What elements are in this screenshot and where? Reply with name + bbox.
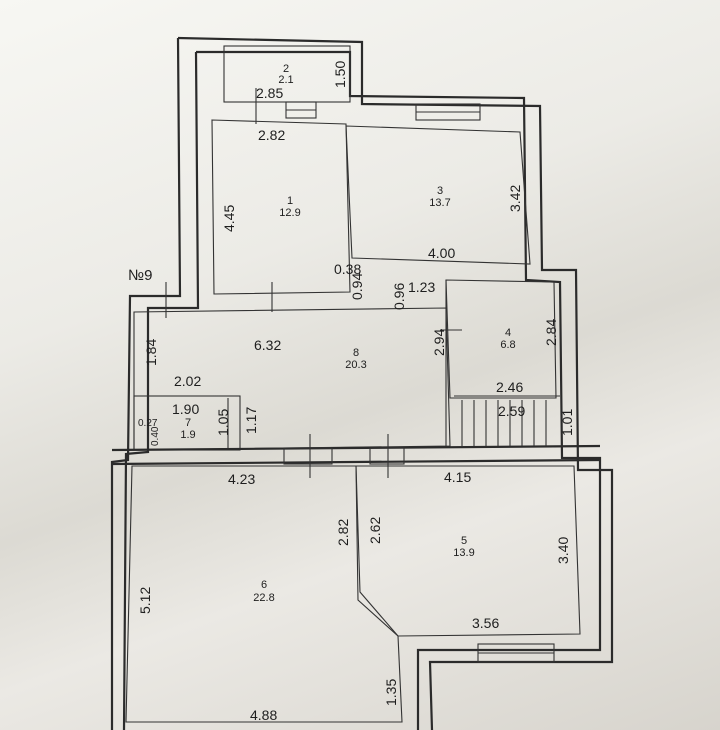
dim-1-17: 1.17 — [243, 407, 259, 434]
dim-1-50: 1.50 — [332, 61, 348, 88]
room-1-number: 1 — [287, 195, 293, 207]
dim-0-40: 0.40 — [150, 426, 161, 446]
room-3-area: 13.7 — [429, 197, 450, 209]
dim-2-94: 2.94 — [431, 329, 447, 356]
room-1-outline — [211, 119, 351, 295]
room-labels: 2 2.1 1 12.9 3 13.7 4 6.8 8 20.3 7 1.9 5… — [180, 63, 515, 604]
dim-4-23: 4.23 — [228, 471, 255, 487]
door-corridor-2 — [369, 447, 405, 465]
dim-2-46: 2.46 — [496, 379, 523, 395]
room-6-outline — [125, 465, 403, 723]
dimension-ticks — [165, 88, 462, 478]
room-5-outline — [355, 465, 581, 637]
dim-6-32: 6.32 — [254, 337, 281, 353]
windows — [283, 101, 555, 663]
room-3-outline — [345, 125, 531, 265]
dim-2-84: 2.84 — [543, 319, 559, 346]
room-2-area: 2.1 — [278, 74, 293, 86]
room-4-number: 4 — [505, 327, 511, 339]
stairs — [461, 400, 547, 446]
room-3-number: 3 — [437, 185, 443, 197]
room-1-area: 12.9 — [279, 207, 300, 219]
dim-0-96: 0.96 — [391, 283, 407, 310]
plan-label: №9 — [128, 267, 152, 284]
dim-1-23: 1.23 — [408, 279, 435, 295]
dim-0-27: 0.27 — [138, 418, 158, 429]
room-6-number: 6 — [261, 579, 267, 591]
dim-2-82-top: 2.82 — [258, 127, 285, 143]
room-2-number: 2 — [283, 63, 289, 75]
dim-4-00: 4.00 — [428, 245, 455, 261]
dim-3-42: 3.42 — [507, 185, 523, 212]
interior-walls — [111, 280, 601, 466]
room-7-number: 7 — [185, 417, 191, 429]
dim-1-05: 1.05 — [215, 409, 231, 436]
dim-3-56: 3.56 — [472, 615, 499, 631]
dim-4-88: 4.88 — [250, 707, 277, 723]
room-8-number: 8 — [353, 347, 359, 359]
dim-2-02: 2.02 — [174, 373, 201, 389]
room-8-area: 20.3 — [345, 359, 366, 371]
dim-2-62: 2.62 — [367, 517, 383, 544]
dim-5-12: 5.12 — [137, 587, 153, 614]
room-5-number: 5 — [461, 535, 467, 547]
room-5-area: 13.9 — [453, 547, 474, 559]
room-7-area: 1.9 — [180, 429, 195, 441]
dim-4-15: 4.15 — [444, 469, 471, 485]
dim-4-45: 4.45 — [221, 205, 237, 232]
dim-2-82-mid: 2.82 — [335, 519, 351, 546]
dim-0-94: 0.94 — [349, 273, 365, 300]
room-6-area: 22.8 — [253, 592, 274, 604]
dim-0-38: 0.38 — [334, 261, 361, 277]
dim-1-35: 1.35 — [383, 679, 399, 706]
dimension-labels: 2.85 1.50 2.82 4.45 3.42 4.00 0.38 0.94 … — [137, 61, 575, 723]
dim-1-01: 1.01 — [559, 409, 575, 436]
dim-1-84: 1.84 — [143, 339, 159, 366]
dim-2-85: 2.85 — [256, 85, 283, 101]
room-4-area: 6.8 — [500, 339, 515, 351]
dim-3-40: 3.40 — [555, 537, 571, 564]
door-corridor-1 — [283, 447, 333, 465]
dim-2-59: 2.59 — [498, 403, 525, 419]
dim-1-90: 1.90 — [172, 401, 199, 417]
room-4-outline — [445, 279, 557, 399]
